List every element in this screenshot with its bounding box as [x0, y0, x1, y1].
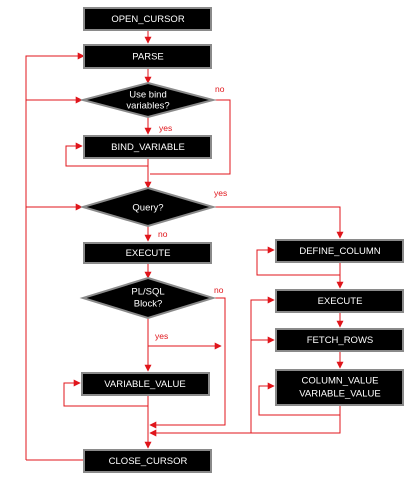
edge-varvalue-loop [63, 379, 148, 407]
node-column-value-line2: VARIABLE_VALUE [299, 389, 381, 400]
nodes: OPEN_CURSOR PARSE Use bind variables? BI… [79, 7, 404, 473]
label-plsql-no: no [214, 285, 224, 295]
node-bind-variable-label: BIND_VARIABLE [111, 142, 185, 153]
node-fetch-rows-label: FETCH_ROWS [307, 335, 374, 346]
node-column-value-line1: COLUMN_VALUE [302, 376, 379, 387]
node-define-column-label: DEFINE_COLUMN [299, 246, 380, 257]
node-bind-variable: BIND_VARIABLE [83, 135, 212, 159]
edge-query-yes [213, 206, 344, 239]
node-use-bind-line2: variables? [126, 101, 169, 112]
edge-right-rail [250, 296, 275, 433]
edges [25, 30, 344, 461]
node-execute-right: EXECUTE [275, 289, 404, 313]
edge-plsql-no [149, 297, 226, 429]
node-close-cursor-label: CLOSE_CURSOR [109, 456, 188, 467]
node-plsql-decision: PL/SQL Block? [79, 276, 217, 320]
node-parse: PARSE [83, 44, 212, 69]
node-execute-right-label: EXECUTE [318, 296, 363, 307]
edge-outer-left-rail [25, 52, 85, 460]
node-open-cursor-label: OPEN_CURSOR [111, 14, 185, 25]
node-query-label: Query? [132, 203, 163, 214]
label-plsql-yes: yes [155, 331, 168, 341]
node-plsql-line1: PL/SQL [131, 287, 164, 298]
node-variable-value-label: VARIABLE_VALUE [104, 379, 186, 390]
edge-bind-loop [65, 142, 148, 167]
node-query-decision: Query? [79, 186, 217, 228]
node-plsql-line2: Block? [134, 299, 163, 310]
edge-usebind-no [150, 99, 231, 175]
label-use-bind-no: no [215, 84, 225, 94]
label-query-yes: yes [214, 188, 227, 198]
edge-define-loop [256, 246, 341, 276]
node-close-cursor: CLOSE_CURSOR [83, 449, 212, 473]
node-parse-label: PARSE [132, 52, 164, 63]
edge-colvalue-loop [258, 382, 340, 416]
node-execute-left: EXECUTE [83, 242, 212, 264]
node-define-column: DEFINE_COLUMN [275, 239, 404, 263]
node-execute-left-label: EXECUTE [126, 248, 171, 259]
node-use-bind-decision: Use bind variables? [79, 81, 217, 119]
label-query-no: no [158, 229, 168, 239]
node-fetch-rows: FETCH_ROWS [275, 328, 404, 352]
node-use-bind-line1: Use bind [129, 90, 167, 101]
label-use-bind-yes: yes [159, 123, 172, 133]
node-variable-value: VARIABLE_VALUE [81, 372, 210, 396]
edge-colvalue-to-close [149, 405, 341, 437]
edge-labels: no yes yes no no yes [155, 84, 227, 341]
node-column-variable-value: COLUMN_VALUE VARIABLE_VALUE [275, 369, 404, 406]
node-open-cursor: OPEN_CURSOR [83, 7, 212, 31]
